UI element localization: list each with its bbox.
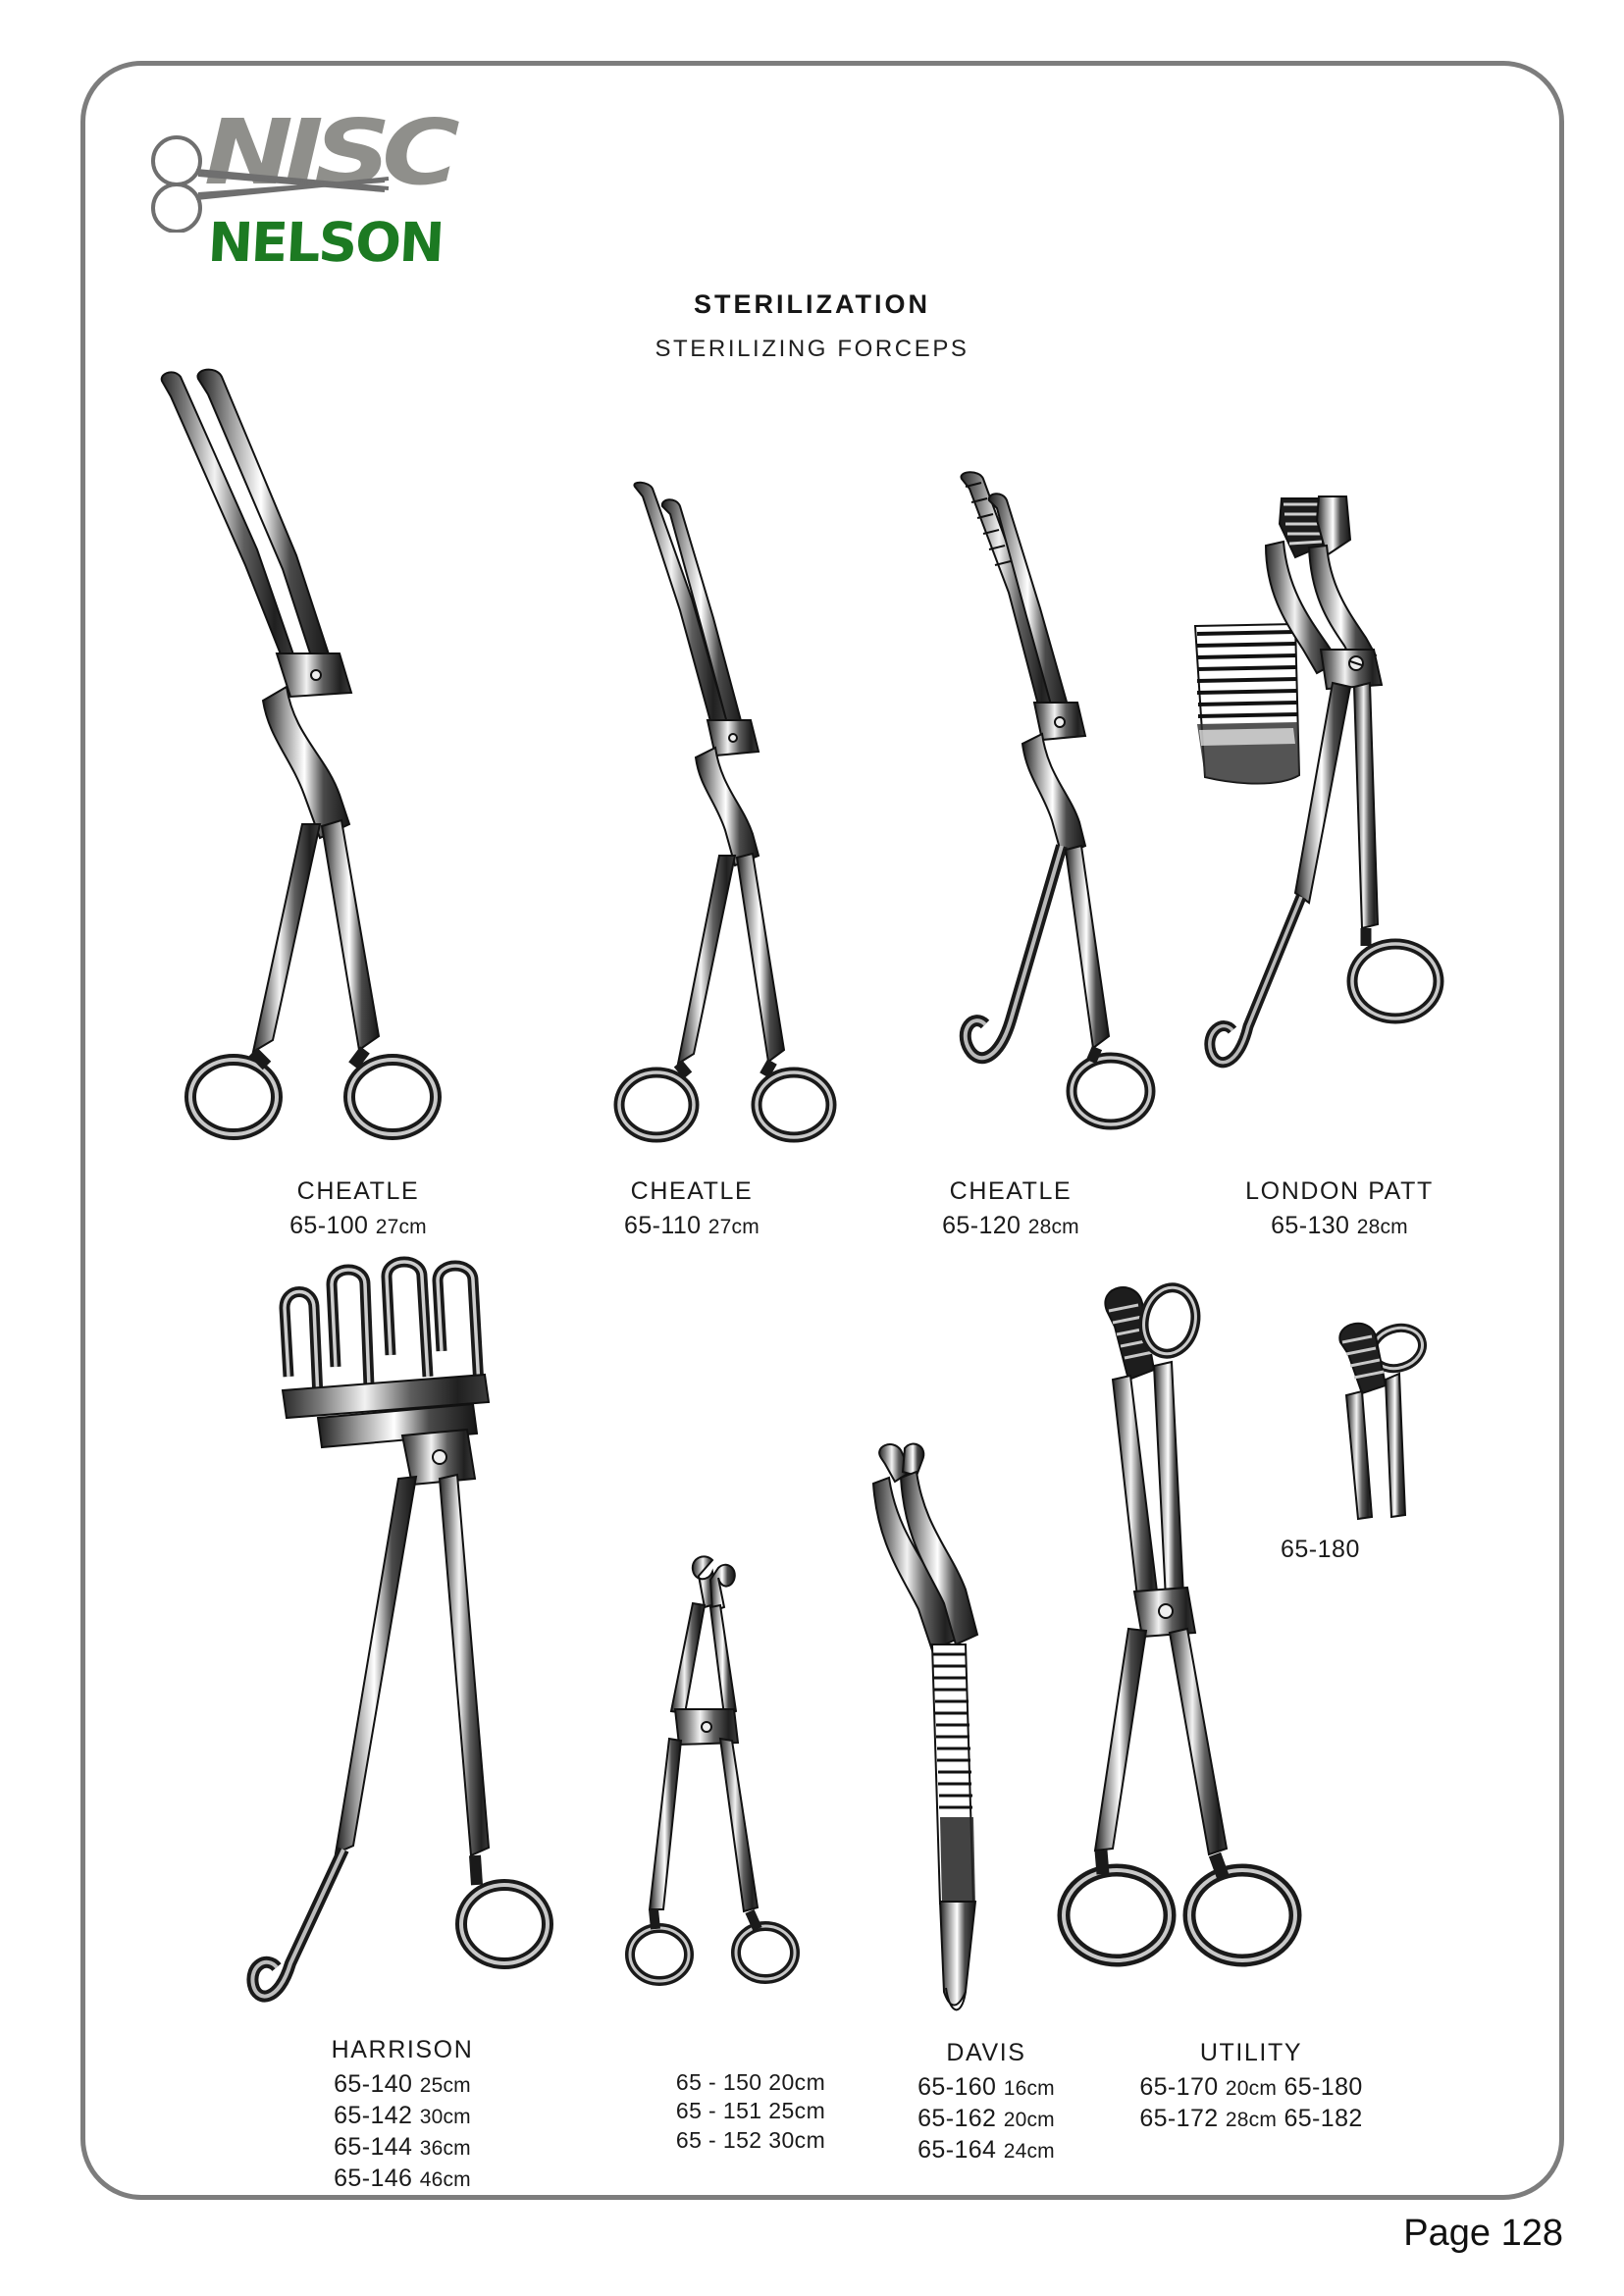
product-name: CHEATLE xyxy=(296,1177,420,1205)
product-size: 28cm xyxy=(1225,2109,1278,2131)
product-size: 20cm xyxy=(1003,2109,1055,2131)
page-number: Page 128 xyxy=(1403,2213,1563,2254)
product-size: 27cm xyxy=(707,1216,760,1238)
product-size: 20cm xyxy=(768,2069,826,2095)
product-size: 30cm xyxy=(419,2106,471,2128)
product-code: 65 - 151 xyxy=(675,2098,762,2124)
scissors-icon xyxy=(151,135,390,233)
brand-name: NELSON xyxy=(206,211,445,274)
product-code: 65-162 xyxy=(917,2105,997,2132)
product-row: 65-142 30cm xyxy=(334,2100,471,2131)
product-name: CHEATLE xyxy=(630,1177,754,1205)
caption-cheatle-65-100: CHEATLE 65-100 27cm xyxy=(177,1177,540,1241)
product-code: 65-164 xyxy=(917,2136,997,2164)
figure-harrison-65-140 xyxy=(245,1256,569,2036)
product-row: 65-146 46cm xyxy=(334,2163,471,2194)
product-size: 28cm xyxy=(1027,1216,1079,1238)
product-row: 65-110 27cm xyxy=(624,1210,760,1241)
product-code: 65-160 xyxy=(917,2073,997,2101)
product-row: 65-160 16cm xyxy=(917,2071,1055,2103)
product-code: 65-172 xyxy=(1139,2105,1219,2132)
product-code: 65-120 xyxy=(942,1212,1022,1239)
figure-cheatle-65-110 xyxy=(584,481,849,1173)
product-size: 30cm xyxy=(768,2126,826,2153)
figure-65-180-detail xyxy=(1315,1315,1452,1531)
figure-london-patt-65-130 xyxy=(1178,481,1462,1168)
product-row: 65-172 28cm 65-182 xyxy=(1139,2103,1362,2134)
figure-utility-65-170 xyxy=(1057,1276,1344,2041)
product-row: 65-120 28cm xyxy=(942,1210,1079,1241)
product-row: 65-162 20cm xyxy=(917,2103,1055,2134)
product-code: 65-130 xyxy=(1271,1212,1350,1239)
product-code: 65-142 xyxy=(334,2102,413,2129)
product-size: 20cm xyxy=(1225,2077,1278,2100)
product-name: LONDON PATT xyxy=(1245,1177,1434,1205)
product-size: 16cm xyxy=(1003,2077,1055,2100)
figure-cheatle-65-120 xyxy=(864,471,1158,1177)
product-size: 46cm xyxy=(419,2168,471,2191)
caption-cheatle-65-110: CHEATLE 65-110 27cm xyxy=(510,1177,873,1241)
caption-london-patt-65-130: LONDON PATT 65-130 28cm xyxy=(1158,1177,1521,1241)
figure-cheatle-65-100 xyxy=(147,363,471,1177)
label-65-180: 65-180 xyxy=(1281,1536,1360,1563)
product-size: 25cm xyxy=(419,2074,471,2097)
caption-utility-65-170: UTILITY 65-170 20cm 65-180 65-172 28cm 6… xyxy=(1060,2039,1442,2134)
product-size: 24cm xyxy=(1003,2140,1055,2163)
product-code: 65 - 150 xyxy=(675,2069,762,2095)
caption-harrison-65-140: HARRISON 65-140 25cm 65-142 30cm 65-144 … xyxy=(236,2036,569,2194)
brand-logo: NISC NELSON xyxy=(147,108,500,314)
product-size: 28cm xyxy=(1356,1216,1408,1238)
product-size: 25cm xyxy=(768,2098,826,2124)
product-name: UTILITY xyxy=(1199,2039,1303,2066)
product-alt-code: 65-180 xyxy=(1283,2073,1363,2101)
page-title: STERILIZATION xyxy=(694,289,930,319)
product-code: 65 - 152 xyxy=(675,2126,762,2153)
product-code: 65-170 xyxy=(1139,2073,1219,2101)
product-row: 65 - 151 25cm xyxy=(676,2097,825,2125)
product-name: HARRISON xyxy=(331,2036,474,2063)
product-size: 27cm xyxy=(375,1216,427,1238)
product-code: 65-144 xyxy=(334,2133,413,2161)
product-size: 36cm xyxy=(419,2137,471,2160)
product-row: 65 - 152 30cm xyxy=(676,2126,825,2155)
jaw-detail-inset xyxy=(1193,622,1301,785)
product-code: 65-100 xyxy=(289,1212,369,1239)
caption-cheatle-65-120: CHEATLE 65-120 28cm xyxy=(829,1177,1192,1241)
product-alt-code: 65-182 xyxy=(1283,2105,1363,2132)
product-row: 65-164 24cm xyxy=(917,2134,1055,2166)
product-row: 65 - 150 20cm xyxy=(676,2068,825,2097)
figure-series-65-150 xyxy=(625,1550,824,2041)
product-row: 65-170 20cm 65-180 xyxy=(1139,2071,1362,2103)
page-subtitle: STERILIZING FORCEPS xyxy=(655,336,969,362)
product-code: 65-110 xyxy=(624,1212,702,1239)
product-row: 65-100 27cm xyxy=(289,1210,427,1241)
product-code: 65-146 xyxy=(334,2165,413,2192)
product-name: DAVIS xyxy=(946,2039,1026,2066)
caption-series-65-150: 65 - 150 20cm 65 - 151 25cm 65 - 152 30c… xyxy=(589,2068,913,2155)
figure-davis-65-160 xyxy=(864,1442,1040,2041)
product-row: 65-130 28cm xyxy=(1271,1210,1408,1241)
product-row: 65-140 25cm xyxy=(334,2068,471,2100)
product-code: 65-140 xyxy=(334,2070,413,2098)
caption-davis-65-160: DAVIS 65-160 16cm 65-162 20cm 65-164 24c… xyxy=(839,2039,1133,2166)
product-row: 65-144 36cm xyxy=(334,2131,471,2163)
product-name: CHEATLE xyxy=(949,1177,1073,1205)
